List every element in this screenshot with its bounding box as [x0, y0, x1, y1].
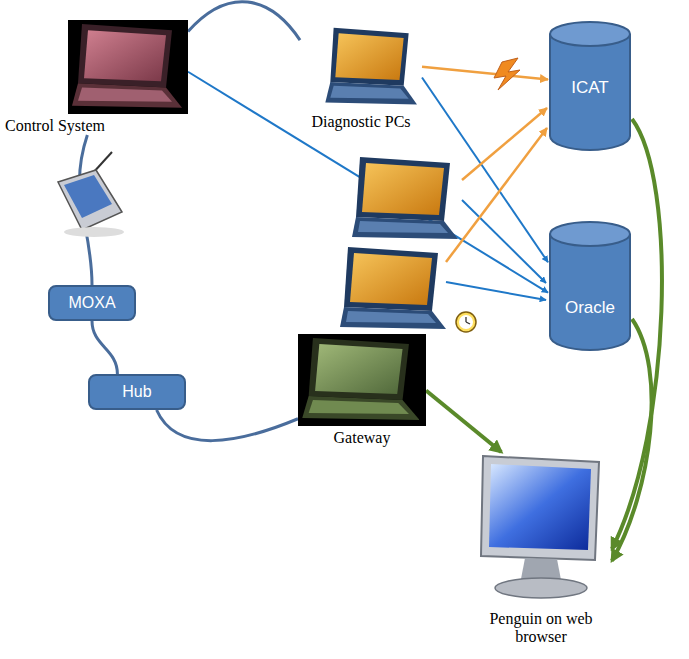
box-label: MOXA [68, 294, 115, 312]
node-label: Gateway [298, 429, 426, 447]
computer-node: Diagnostic PCs [300, 24, 422, 131]
clock-symbol [456, 312, 476, 332]
node-label: Penguin on web browser [470, 610, 612, 646]
data-arrow [446, 128, 547, 262]
network-link [157, 410, 298, 441]
device-box: Hub [88, 374, 186, 410]
box-label: Hub [122, 383, 151, 401]
monitor-node: Penguin on web browser [470, 452, 612, 646]
data-arrow [446, 282, 546, 300]
device-box: MOXA [48, 285, 136, 321]
node-label: Diagnostic PCs [300, 113, 422, 131]
data-arrow [612, 319, 652, 561]
computer-node: Gateway [298, 334, 426, 447]
laptop-icon [298, 334, 426, 426]
network-link [188, 2, 300, 40]
laptop-icon [68, 20, 188, 114]
laptop-icon [352, 157, 458, 239]
data-arrow [426, 391, 501, 453]
node-label: Control System [5, 117, 188, 135]
data-arrow [462, 200, 546, 283]
laptop-icon [340, 247, 446, 329]
monitor-icon [470, 452, 612, 602]
network-link [92, 321, 117, 374]
database-cylinder: ICAT [548, 20, 632, 152]
data-arrow [422, 67, 548, 80]
pda-icon [58, 152, 124, 237]
laptop-icon [322, 24, 422, 110]
computer-node: Control System [5, 20, 188, 135]
database-label: ICAT [548, 78, 632, 98]
database-cylinder: Oracle [548, 220, 632, 352]
database-label: Oracle [548, 298, 632, 318]
lightning-symbol [494, 58, 520, 90]
